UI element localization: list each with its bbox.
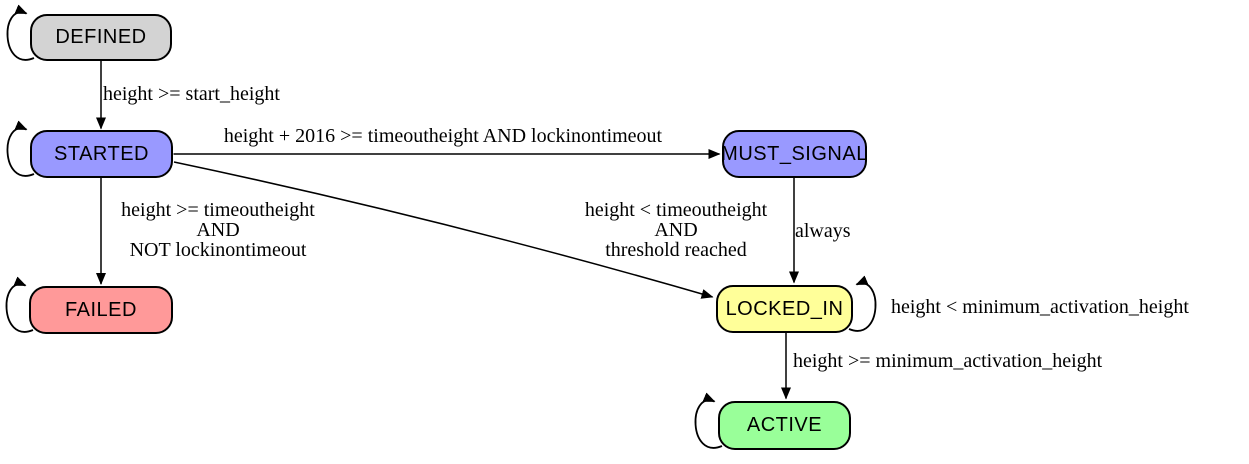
edge-label-must-signal-to-locked-in: always bbox=[795, 220, 851, 242]
state-node-must-signal: MUST_SIGNAL bbox=[721, 130, 868, 178]
state-node-started: STARTED bbox=[30, 130, 173, 178]
self-loop-active bbox=[694, 392, 723, 449]
state-node-active: ACTIVE bbox=[718, 401, 851, 450]
state-node-locked-in-label: LOCKED_IN bbox=[725, 297, 844, 320]
state-node-started-label: STARTED bbox=[54, 142, 149, 165]
edge-started-to-locked-in bbox=[173, 161, 714, 299]
edge-label-defined-to-started: height >= start_height bbox=[103, 83, 280, 105]
edge-label-locked-in-to-active: height >= minimum_activation_height bbox=[793, 350, 1103, 372]
self-loop-started bbox=[6, 120, 35, 177]
state-node-failed: FAILED bbox=[29, 286, 173, 334]
self-loop-defined bbox=[6, 4, 35, 61]
edge-label-started-to-failed: height >= timeoutheight AND NOT lockinon… bbox=[121, 199, 315, 261]
self-loop-locked-in bbox=[848, 275, 877, 332]
self-loop-failed bbox=[5, 276, 34, 333]
edge-label-locked-in-self-loop: height < minimum_activation_height bbox=[891, 296, 1189, 318]
state-node-locked-in: LOCKED_IN bbox=[716, 285, 853, 333]
state-node-must-signal-label: MUST_SIGNAL bbox=[721, 142, 868, 165]
edge-label-started-to-locked-in: height < timeoutheight AND threshold rea… bbox=[584, 199, 768, 261]
state-node-defined-label: DEFINED bbox=[55, 26, 147, 48]
edge-label-started-to-must-signal: height + 2016 >= timeoutheight AND locki… bbox=[223, 125, 663, 147]
state-node-failed-label: FAILED bbox=[65, 298, 137, 321]
state-node-defined: DEFINED bbox=[30, 14, 172, 61]
state-node-active-label: ACTIVE bbox=[746, 414, 823, 436]
